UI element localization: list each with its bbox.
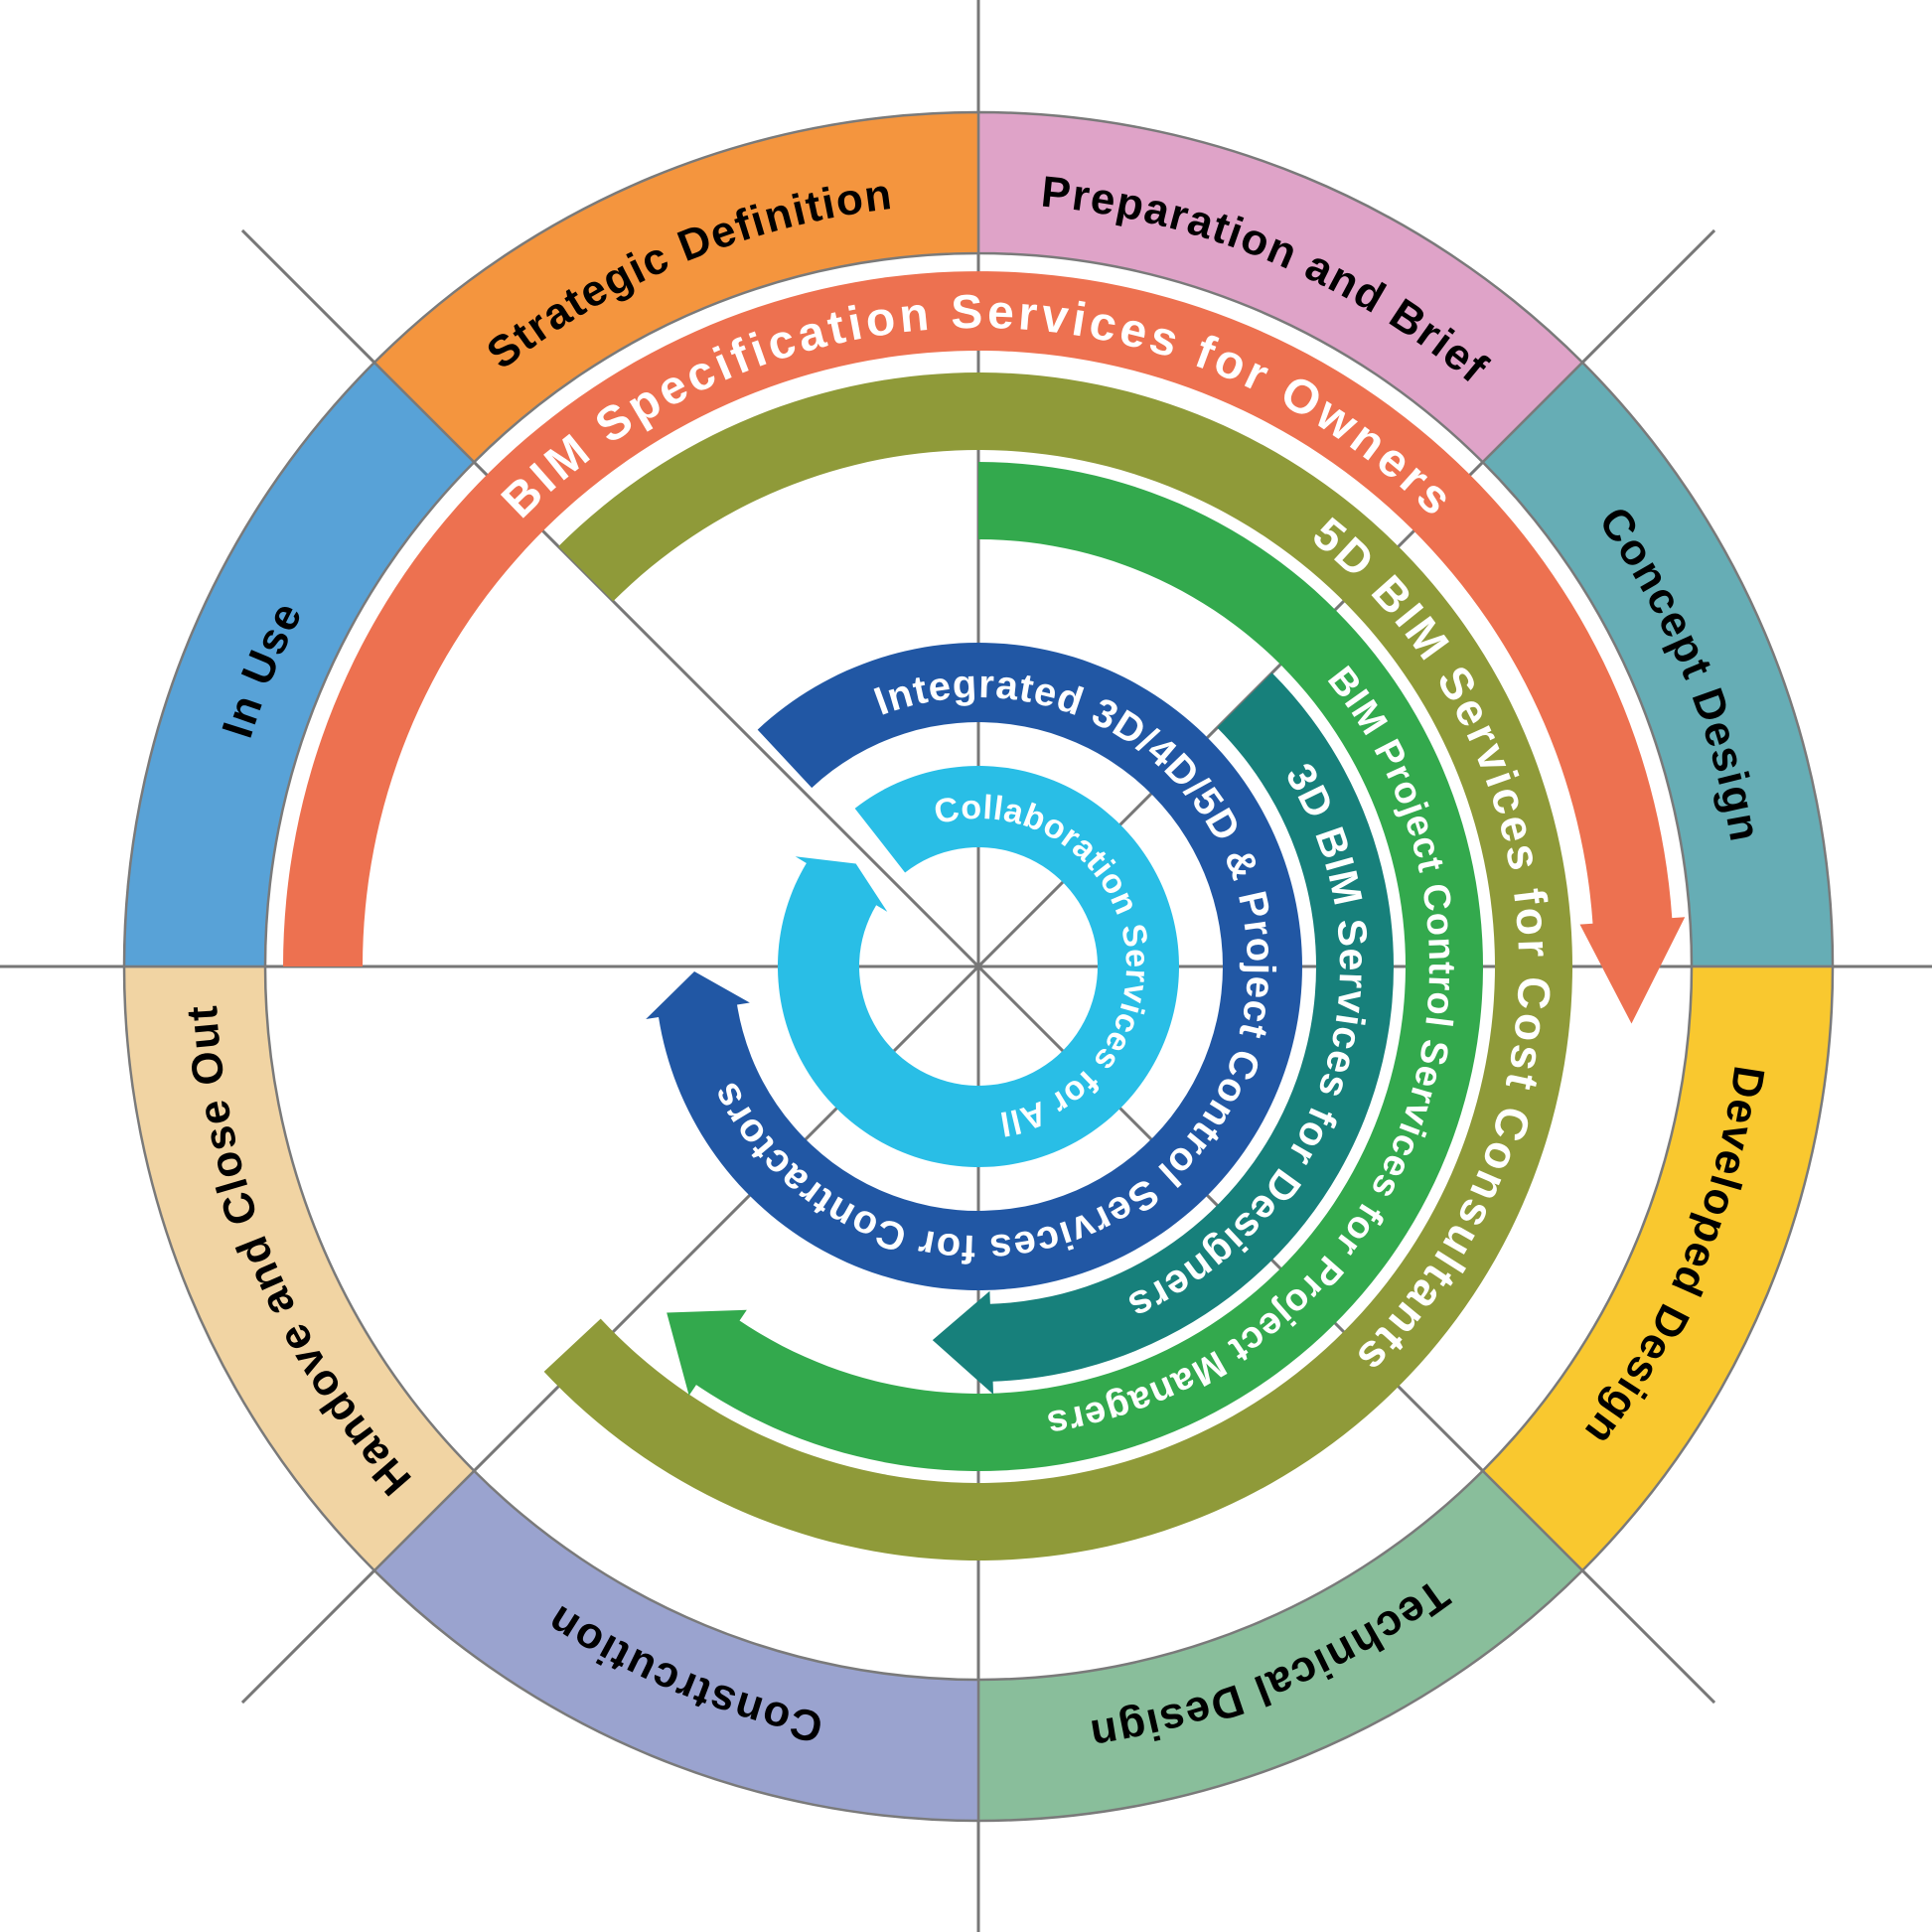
service-arc-cost-consultants [543,372,1572,1561]
service-arc-project-managers [667,462,1484,1471]
service-arc-owners [283,271,1686,1024]
service-arc-all [777,766,1179,1168]
phase-segment-strategic-definition [372,110,980,464]
phase-segment-handove-and-close-out [122,965,476,1572]
service-arc-designers [932,672,1395,1395]
